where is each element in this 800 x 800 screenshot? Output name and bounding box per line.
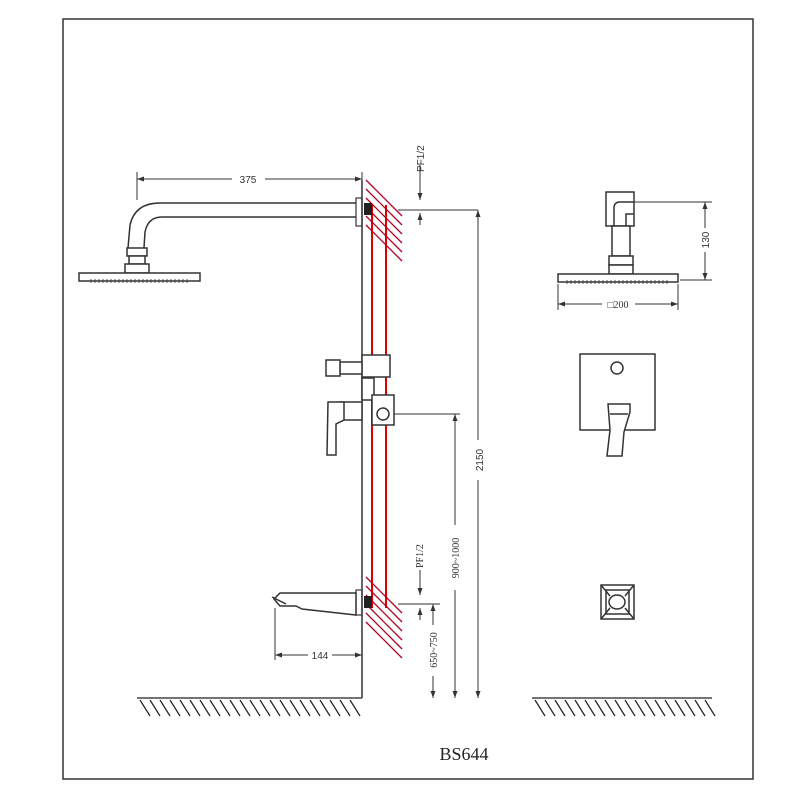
hatch-stroke xyxy=(594,699,606,717)
valve-lever-side xyxy=(326,401,345,456)
hatch-stroke xyxy=(365,621,403,659)
hatch-stroke xyxy=(189,699,201,717)
dim-total-height-label: 2150 xyxy=(475,448,486,471)
floor-hatch-right xyxy=(532,697,716,717)
hatch-stroke xyxy=(139,699,151,717)
valve-plate-front xyxy=(579,353,656,457)
hatch-stroke xyxy=(554,699,566,717)
bottom-wall-elbow xyxy=(364,596,372,608)
hatch-stroke xyxy=(365,188,403,226)
hatch-stroke xyxy=(179,699,191,717)
hatch-stroke xyxy=(704,699,716,717)
drawing-frame xyxy=(62,18,754,780)
hatch-stroke xyxy=(299,699,311,717)
hatch-stroke xyxy=(365,224,403,262)
dim-valve-height xyxy=(394,413,460,698)
hatch-stroke xyxy=(229,699,241,717)
hatch-stroke xyxy=(349,699,361,717)
hatch-stroke xyxy=(365,576,403,614)
hatch-stroke xyxy=(365,603,403,641)
shower-head-front xyxy=(557,191,679,284)
hatch-stroke xyxy=(279,699,291,717)
hatch-stroke xyxy=(624,699,636,717)
hatch-stroke xyxy=(219,699,231,717)
floor-hatch-left xyxy=(137,697,362,717)
dim-spout-length-label: 144 xyxy=(312,651,329,662)
hatch-stroke xyxy=(329,699,341,717)
diverter-assembly xyxy=(325,354,395,426)
hatch-stroke xyxy=(574,699,586,717)
hatch-stroke xyxy=(249,699,261,717)
dim-head-height xyxy=(634,201,712,281)
dim-arm-length xyxy=(136,172,363,200)
hatch-stroke xyxy=(209,699,221,717)
top-thread-label: PF1/2 xyxy=(416,145,427,172)
hatch-stroke xyxy=(684,699,696,717)
model-number: BS644 xyxy=(439,744,488,764)
hatch-stroke xyxy=(564,699,576,717)
dim-spout-length xyxy=(274,608,363,660)
hatch-stroke xyxy=(584,699,596,717)
hatch-stroke xyxy=(365,179,403,217)
shower-arm xyxy=(124,202,356,274)
spout-front xyxy=(600,584,635,620)
hatch-stroke xyxy=(169,699,181,717)
dim-head-size-label: □200 xyxy=(607,300,628,311)
hatch-stroke xyxy=(544,699,556,717)
hatch-stroke xyxy=(239,699,251,717)
hatch-stroke xyxy=(534,699,546,717)
dim-head-height-label: 130 xyxy=(701,231,712,248)
bottom-thread-label: PF1/2 xyxy=(415,544,426,568)
hatch-stroke xyxy=(664,699,676,717)
dim-head-size xyxy=(557,284,679,310)
bottom-thread-leader xyxy=(398,570,440,620)
hatch-stroke xyxy=(654,699,666,717)
hatch-stroke xyxy=(365,585,403,623)
dim-valve-height-label: 900~1000 xyxy=(451,538,462,578)
dim-arm-length-label: 375 xyxy=(240,175,257,186)
hatch-stroke xyxy=(149,699,161,717)
wall-hatch-bottom xyxy=(365,576,403,659)
hatch-stroke xyxy=(634,699,646,717)
hatch-stroke xyxy=(269,699,281,717)
hatch-stroke xyxy=(674,699,686,717)
top-thread-leader xyxy=(398,165,478,225)
tub-spout xyxy=(271,592,357,616)
hatch-stroke xyxy=(199,699,211,717)
hatch-stroke xyxy=(259,699,271,717)
dim-spout-height-label: 650~750 xyxy=(429,632,440,667)
shower-head-side xyxy=(78,272,201,283)
hatch-stroke xyxy=(309,699,321,717)
hatch-stroke xyxy=(365,612,403,650)
hatch-stroke xyxy=(319,699,331,717)
hatch-stroke xyxy=(159,699,171,717)
hatch-stroke xyxy=(365,215,403,253)
hatch-stroke xyxy=(644,699,656,717)
hatch-stroke xyxy=(614,699,626,717)
top-wall-elbow xyxy=(364,203,372,215)
hatch-stroke xyxy=(339,699,351,717)
hatch-stroke xyxy=(289,699,301,717)
hatch-stroke xyxy=(604,699,616,717)
hatch-stroke xyxy=(694,699,706,717)
